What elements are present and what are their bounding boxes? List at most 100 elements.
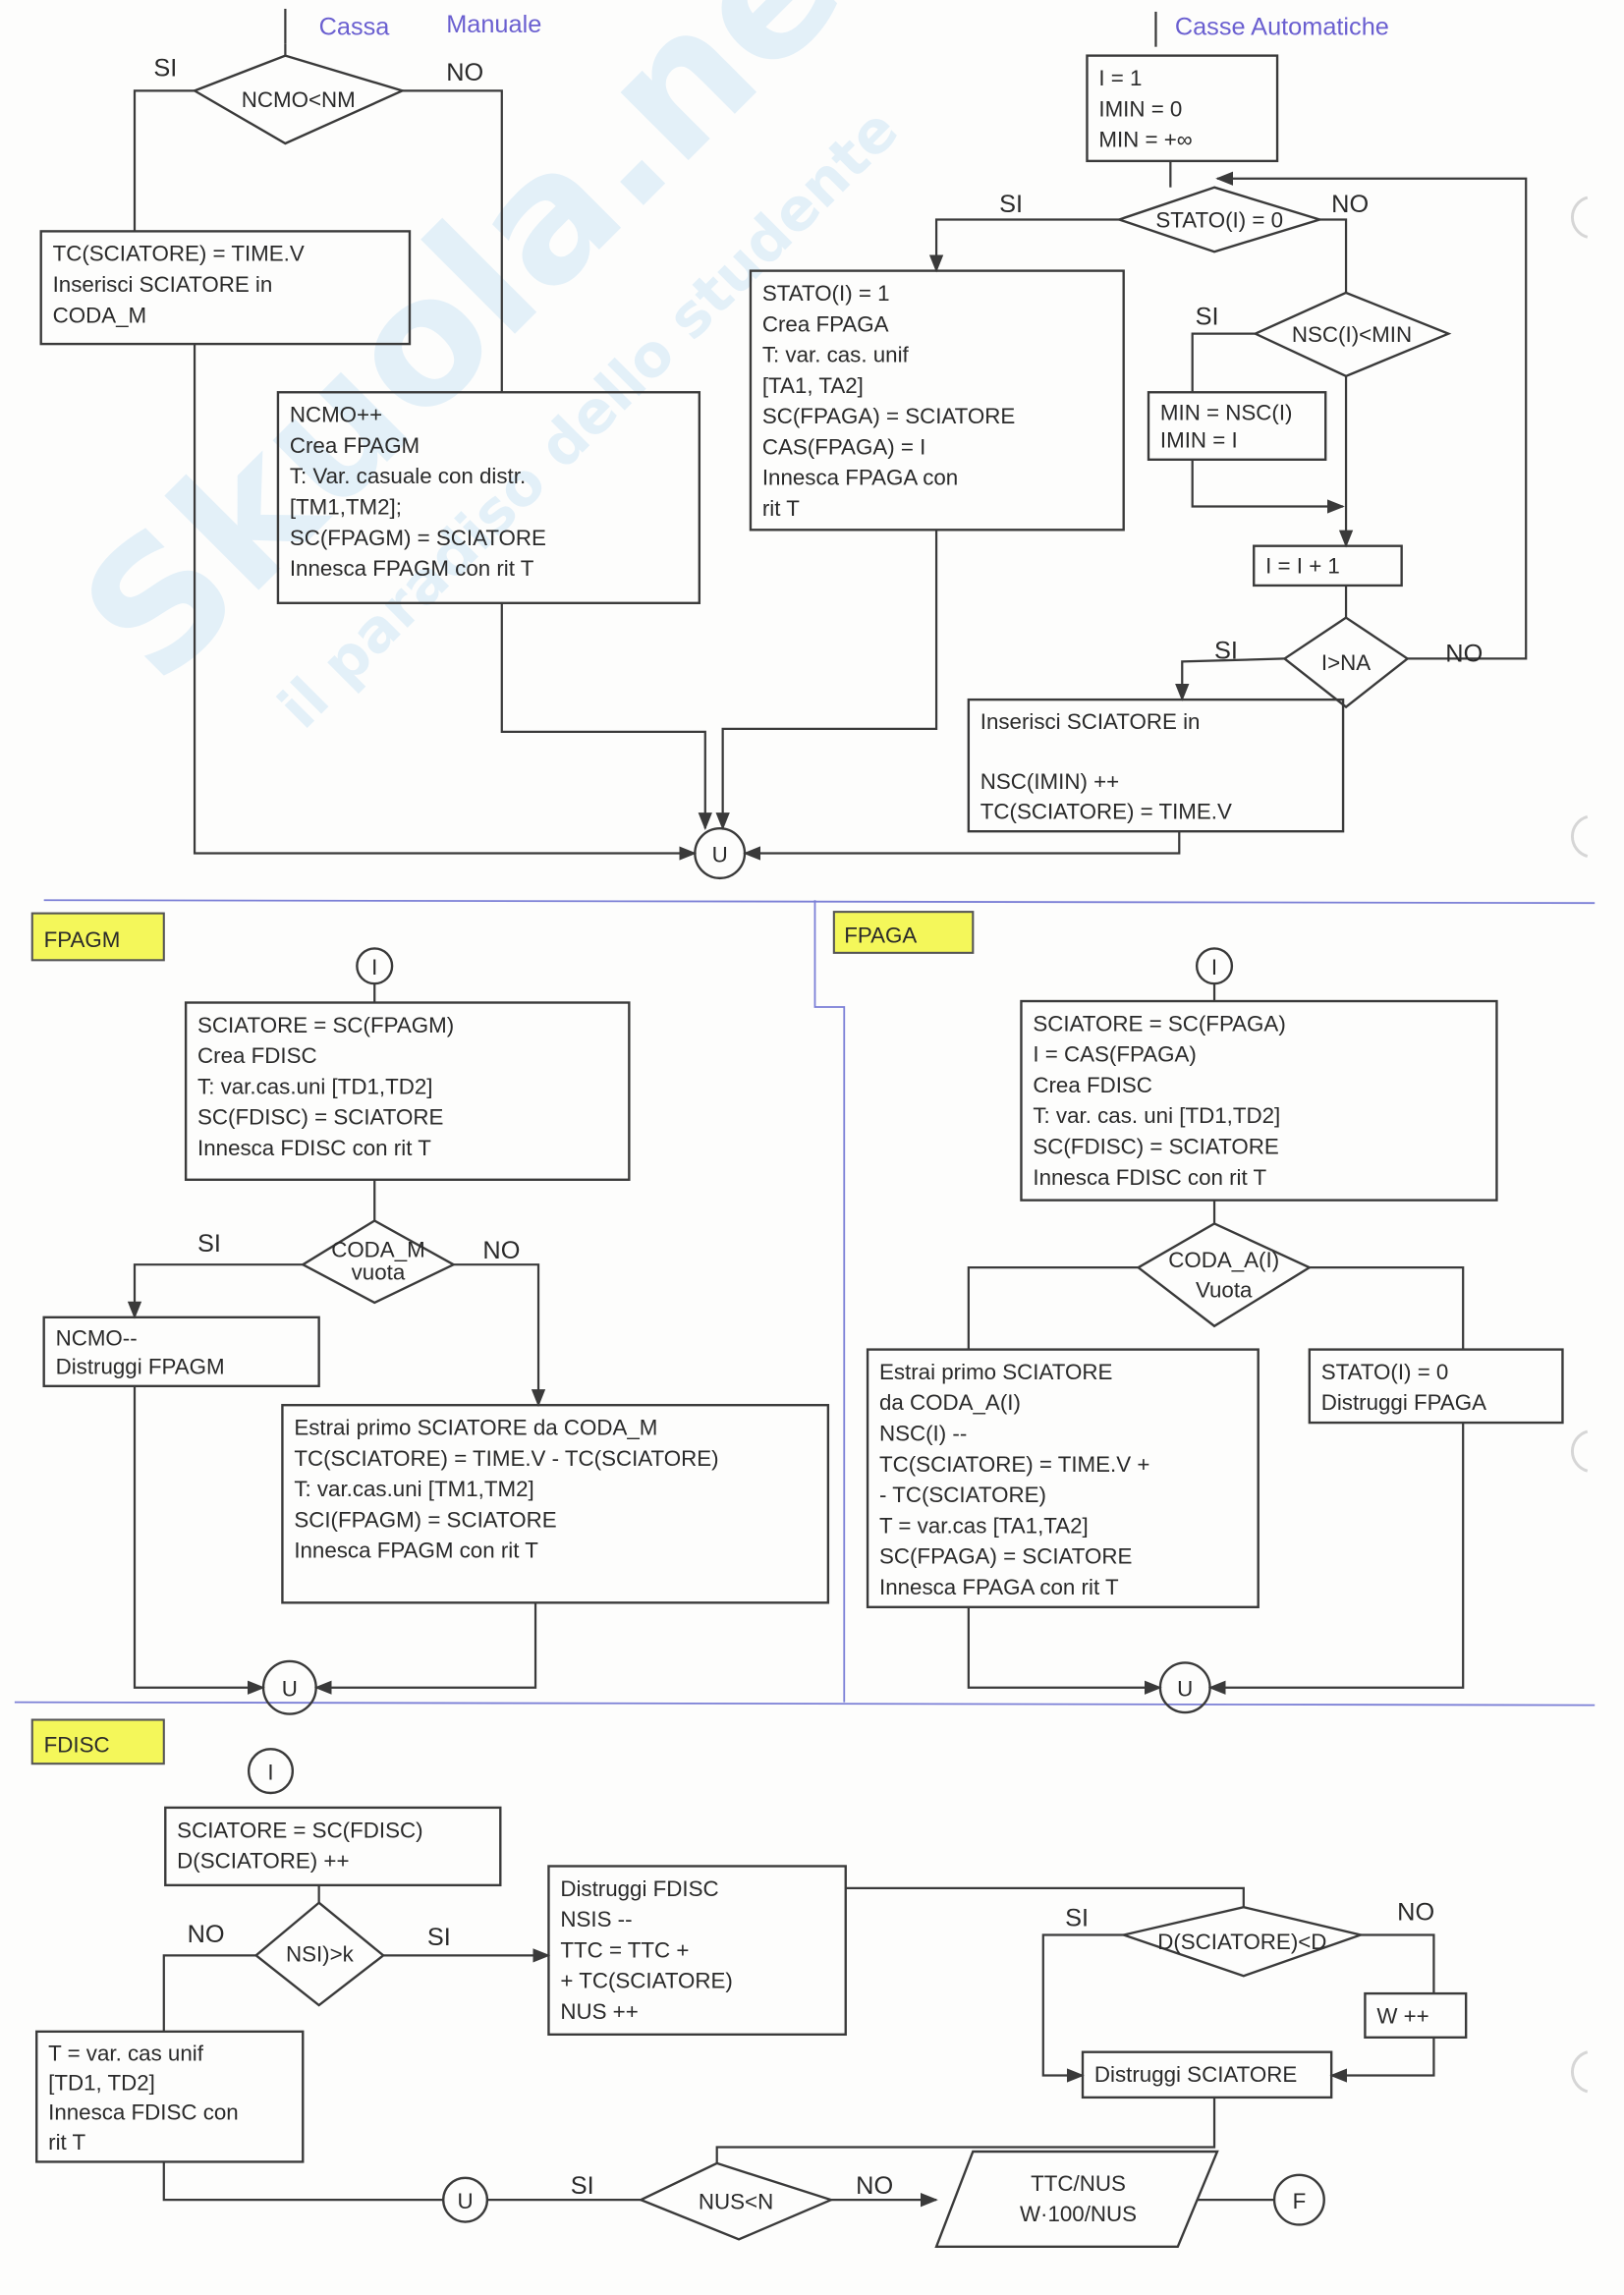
edge-label-yes: SI: [197, 1230, 221, 1258]
node-text-line: SC(FPAGM) = SCIATORE: [290, 526, 546, 550]
diamond-outline: [1119, 1905, 1366, 1978]
connector-label: U: [282, 1677, 298, 1702]
node-text-line: IMIN = 0: [1098, 96, 1182, 121]
process-box-pa-start: [1020, 999, 1498, 1202]
node-text-line: Crea FPAGM: [290, 433, 420, 458]
node-text-line: W ++: [1376, 2003, 1428, 2028]
node-text-line: rit T: [762, 496, 800, 521]
node-text-line: D(SCIATORE)<D: [1157, 1930, 1326, 1954]
connector-label: I: [1211, 955, 1217, 980]
connector-label: U: [1177, 1677, 1193, 1702]
node-text-line: rit T: [48, 2130, 85, 2155]
section-label-text: FDISC: [44, 1732, 110, 1757]
node-text-line: I = CAS(FPAGA): [1033, 1042, 1196, 1067]
process-box-d-destroy: [1081, 2050, 1333, 2099]
node-text-line: SC(FPAGA) = SCIATORE: [879, 1544, 1132, 1569]
node-text-line: - TC(SCIATORE): [879, 1483, 1046, 1507]
edge-label-yes: SI: [1065, 1905, 1089, 1932]
node-text-line: SC(FPAGA) = SCIATORE: [762, 404, 1015, 428]
node-text-line: I>NA: [1321, 650, 1371, 675]
node-text-line: Distruggi FPAGA: [1321, 1390, 1486, 1415]
edge-label-yes: SI: [153, 54, 177, 82]
node-text-line: T: Var. casuale con distr.: [290, 464, 526, 488]
node-text-line: + TC(SCIATORE): [560, 1969, 733, 1993]
connector-label: I: [371, 955, 377, 980]
node-text-line: CAS(FPAGA) = I: [762, 434, 925, 459]
flow-arrow: [1175, 657, 1285, 701]
flow-arrow: [453, 1263, 546, 1407]
decision-d-dec-nus: [638, 2161, 835, 2241]
edge-label-no: NO: [446, 59, 483, 86]
decision-d-dec-d: [1119, 1905, 1366, 1978]
start-connector: I: [356, 947, 394, 985]
process-box-a-free: [749, 269, 1125, 532]
connector-lines: [127, 43, 1528, 2208]
decision-a-dec-na: [1282, 616, 1410, 709]
decision-pm-dec: [300, 1219, 457, 1305]
diamond-outline: [253, 1901, 386, 2007]
flow-arrow: [1329, 2037, 1435, 2083]
node-text-line: I = I + 1: [1265, 554, 1340, 579]
watermark-logo: Skuola.net il paradiso dello studente: [44, 0, 939, 742]
box-outline: [1086, 54, 1279, 163]
node-text-line: MIN = NSC(I): [1160, 400, 1293, 424]
node-text-line: STATO(I) = 0: [1155, 207, 1283, 232]
flow-arrow: [127, 1263, 304, 1319]
box-outline: [967, 698, 1345, 833]
diamond-outline: [1115, 186, 1324, 253]
flow-arrow: [1191, 332, 1256, 393]
box-outline: [35, 2030, 305, 2163]
flow-arrow: [133, 89, 196, 232]
node-text-line: TTC/NUS: [1031, 2171, 1126, 2196]
node-text-line: vuota: [352, 1260, 406, 1285]
header-cassa: Cassa: [319, 14, 391, 41]
node-text-line: Innesca FPAGM con rit T: [294, 1539, 538, 1563]
process-box-pa-yes: [1308, 1348, 1564, 1425]
decision-m-dec: [192, 54, 406, 145]
node-text-line: Distruggi SCIATORE: [1094, 2062, 1297, 2087]
connector-label: U: [712, 842, 728, 867]
join-connector: U: [1158, 1661, 1211, 1714]
node-text-line: [TM1,TM2];: [290, 494, 402, 519]
section-label-fpagm: FPAGM: [30, 912, 165, 962]
node-text-line: STATO(I) = 0: [1321, 1360, 1449, 1384]
box-outline: [184, 1001, 631, 1181]
edge-label-yes: SI: [1214, 637, 1238, 664]
edge-label-no: NO: [856, 2172, 893, 2200]
flow-arrow: [715, 2097, 1216, 2163]
diamond-outline: [638, 2161, 835, 2241]
node-text-line: T: var.cas.uni [TD1,TD2]: [197, 1074, 432, 1098]
connector-circle: [356, 947, 394, 985]
node-text-line: Innesca FDISC con: [48, 2100, 239, 2125]
header-manuale: Manuale: [446, 11, 541, 38]
connector-circle: [1195, 947, 1234, 985]
node-text-line: I = 1: [1098, 66, 1142, 90]
edge-label-yes: SI: [999, 191, 1023, 218]
node-text-line: NSC(I) --: [879, 1422, 967, 1446]
flow-arrow: [193, 344, 698, 861]
node-text-line: TC(SCIATORE) = TIME.V +: [879, 1452, 1149, 1477]
connector-label: U: [458, 2189, 474, 2213]
node-text-line: CODA_A(I): [1168, 1248, 1279, 1272]
flow-arrow: [1207, 1423, 1465, 1695]
box-outline: [1020, 999, 1498, 1202]
node-text-line: IMIN = I: [1160, 428, 1238, 453]
decision-pa-dec: [1136, 1222, 1313, 1328]
node-text-line: T: var.cas.uni [TM1,TM2]: [294, 1477, 533, 1501]
node-text-line: T = var. cas unif: [48, 2041, 204, 2065]
node-text-line: TC(SCIATORE) = TIME.V: [980, 800, 1232, 824]
node-text-line: SC(FDISC) = SCIATORE: [197, 1105, 443, 1130]
process-box-a-inc: [1253, 544, 1403, 588]
node-text-line: MIN = +∞: [1098, 128, 1192, 152]
node-text-line: Inserisci SCIATORE in: [980, 709, 1201, 734]
node-text-line: Innesca FDISC con rit T: [1033, 1165, 1266, 1190]
node-text-line: T: var. cas. unif: [762, 343, 910, 367]
flow-arrow: [133, 1385, 265, 1695]
box-outline: [1081, 2050, 1333, 2099]
node-text-line: T: var. cas. uni [TD1,TD2]: [1033, 1103, 1280, 1128]
process-box-m-yes: [39, 230, 412, 346]
connector-label: I: [267, 1761, 273, 1785]
decision-d-dec-k: [253, 1901, 386, 2007]
node-text-line: TC(SCIATORE) = TIME.V - TC(SCIATORE): [294, 1446, 718, 1471]
flow-arrow: [845, 1886, 1245, 1908]
